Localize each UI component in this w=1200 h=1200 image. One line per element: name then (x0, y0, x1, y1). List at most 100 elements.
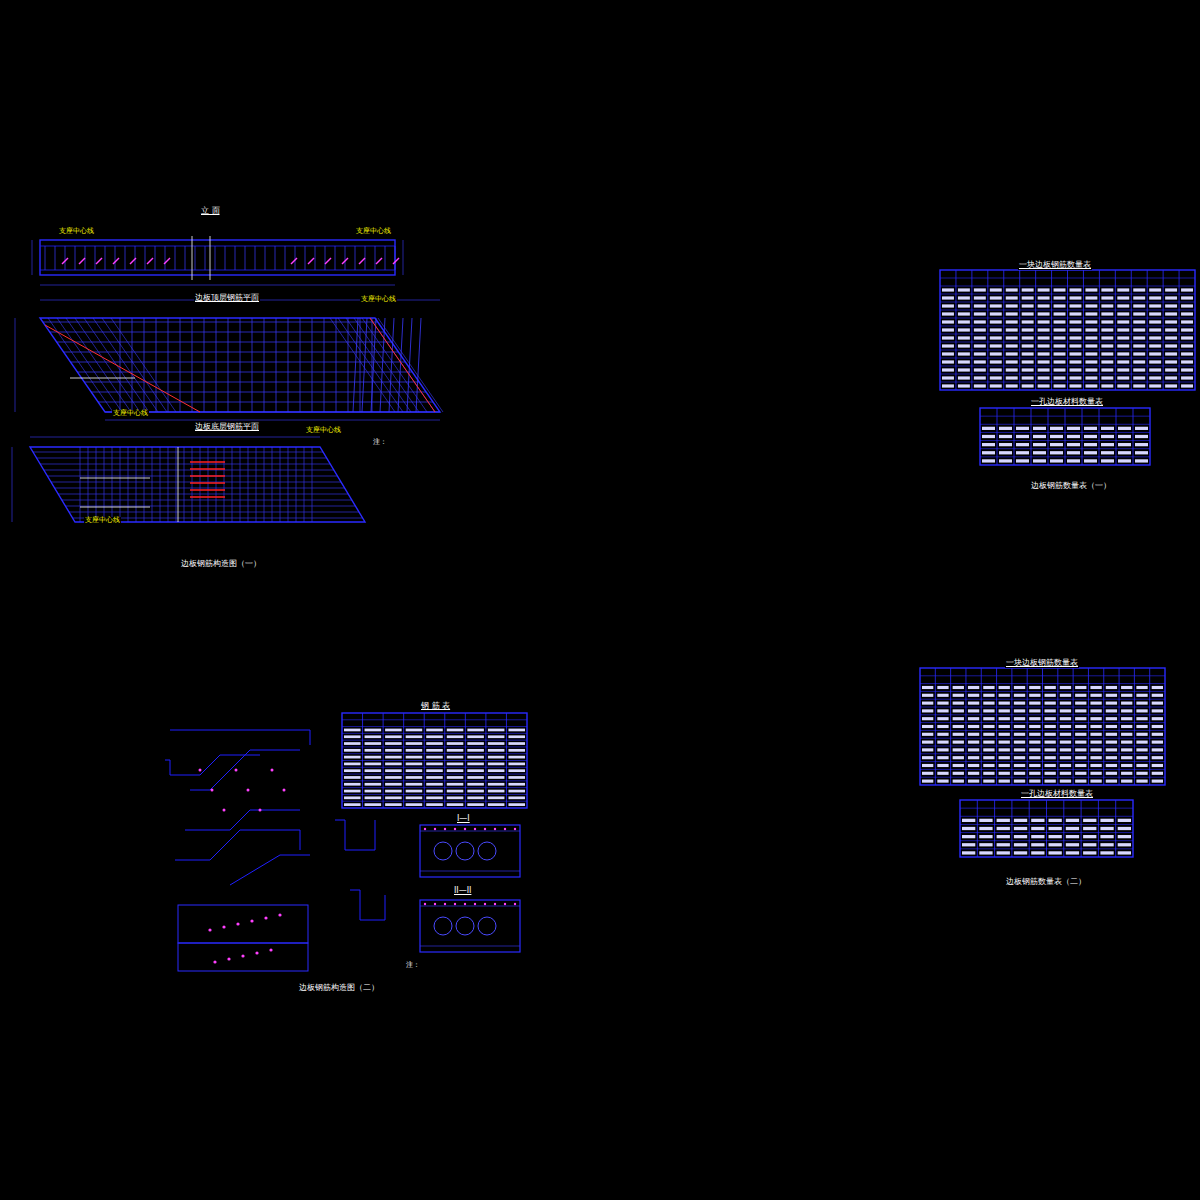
table-cell-value (1101, 368, 1113, 371)
table-cell-value (1090, 709, 1101, 712)
rebar-line (204, 318, 205, 412)
table-cell-value (1135, 451, 1148, 454)
table-cell-value (953, 780, 964, 783)
rebar-line (920, 714, 1165, 715)
table-cell-value (958, 384, 970, 387)
table-cell-value (1006, 328, 1018, 331)
table-cell-value (990, 288, 1002, 291)
table-cell-value (942, 352, 954, 355)
table-cell-value (426, 790, 443, 793)
table-cell-value (488, 735, 505, 738)
rebar-line (1179, 270, 1180, 390)
rebar-line (955, 270, 956, 390)
table-cell-value (1181, 384, 1193, 387)
table-cell-value (968, 686, 979, 689)
rebar-line (1003, 270, 1004, 390)
table-cell-value (1090, 748, 1101, 751)
table-cell-value (968, 717, 979, 720)
rebar-line (1115, 800, 1116, 857)
table-cell-value (1083, 835, 1096, 838)
table-cell-value (1038, 320, 1050, 323)
table-cell-value (344, 763, 361, 766)
table-cell-value (999, 733, 1010, 736)
table-cell-value (1101, 304, 1113, 307)
table-cell-value (1006, 344, 1018, 347)
table-cell-value (962, 843, 975, 846)
table-cell-value (990, 312, 1002, 315)
table-cell-value (344, 729, 361, 732)
table-cell-value (1033, 451, 1046, 454)
table-cell-value (1070, 376, 1082, 379)
table-cell-value (974, 368, 986, 371)
view-title: 钢 筋 表 (420, 702, 451, 711)
table-cell-value (1075, 772, 1086, 775)
rebar-line (47, 476, 337, 477)
table-cell-value (968, 764, 979, 767)
table-cell-value (983, 717, 994, 720)
table-cell-value (1045, 733, 1056, 736)
table-cell-value (1149, 312, 1161, 315)
table-cell-value (1075, 764, 1086, 767)
table-cell-value (999, 702, 1010, 705)
table-cell-value (1033, 443, 1046, 446)
rebar-line (324, 318, 325, 412)
table-cell-value (1060, 725, 1071, 728)
rebar-line (1163, 270, 1164, 390)
rebar-line (225, 246, 226, 270)
table-cell-value (1106, 709, 1117, 712)
table-cell-value (979, 835, 992, 838)
table-cell-value (365, 769, 382, 772)
rebar-line (192, 447, 193, 522)
table-cell-value (1029, 694, 1040, 697)
table-cell-value (426, 756, 443, 759)
table-cell-value (979, 851, 992, 854)
table-cell-value (1165, 328, 1177, 331)
table-cell-value (1084, 459, 1097, 462)
rebar-line (75, 318, 140, 412)
table-cell-value (508, 776, 525, 779)
rebar-line (960, 808, 1133, 809)
table-cell-value (1054, 288, 1066, 291)
table-cell-value (1149, 328, 1161, 331)
outline-polygon (30, 447, 365, 522)
table-cell-value (1014, 819, 1027, 822)
table-cell-value (1014, 725, 1025, 728)
table-cell-value (488, 742, 505, 745)
table-cell-value (1133, 344, 1145, 347)
rebar-line (176, 447, 177, 522)
table-cell-value (1133, 368, 1145, 371)
table-cell-value (1117, 296, 1129, 299)
table-cell-value (1117, 344, 1129, 347)
rebar-line (156, 318, 157, 412)
rebar-line (120, 318, 121, 412)
table-cell-value (1038, 328, 1050, 331)
rebar-line (420, 906, 520, 907)
table-cell-value (953, 725, 964, 728)
table-cell-value (1045, 725, 1056, 728)
rebar-line (960, 848, 1133, 849)
table-cell-value (1085, 296, 1097, 299)
rebar-dot (213, 960, 216, 963)
table-cell-value (937, 686, 948, 689)
table-cell-value (997, 843, 1010, 846)
table-cell-value (1038, 360, 1050, 363)
table-cell-value (385, 803, 402, 806)
table-cell-value (1054, 312, 1066, 315)
table-cell-value (1050, 443, 1063, 446)
rebar-line (190, 468, 225, 469)
table-cell-value (1066, 843, 1079, 846)
table-cell-value (467, 769, 484, 772)
rebar-line (342, 780, 527, 781)
rebar-line (312, 318, 313, 412)
table-cell-value (406, 749, 423, 752)
table-cell-value (1152, 764, 1163, 767)
rebar-line (1099, 408, 1100, 465)
table-cell-value (1181, 304, 1193, 307)
table-cell-value (1075, 756, 1086, 759)
rebar-line (245, 246, 246, 270)
rebar-line (178, 447, 179, 522)
rebar-line (192, 318, 193, 412)
table-cell-value (1084, 451, 1097, 454)
rebar-line (1031, 408, 1032, 465)
rebar-line (128, 447, 129, 522)
